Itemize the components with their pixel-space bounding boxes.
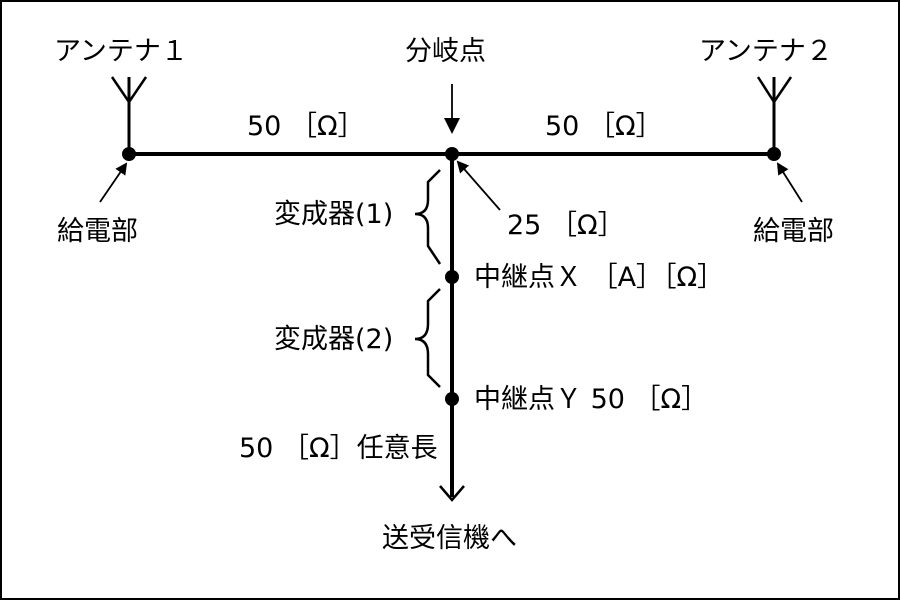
- branch-impedance-label: 25 ［Ω］: [507, 210, 625, 241]
- feed-point-2: [767, 147, 781, 161]
- relay-point-y: [445, 392, 459, 406]
- feed-arrow-1: [99, 162, 128, 203]
- feed-point-1: [122, 147, 136, 161]
- antenna1-label: アンテナ１: [54, 36, 188, 67]
- feed-label-2: 給電部: [753, 216, 834, 247]
- down-arrow-head: [439, 485, 465, 502]
- transformer1-label: 変成器(1): [274, 199, 393, 230]
- down-line-label: 50 ［Ω］任意長: [239, 433, 438, 464]
- antenna2-label: アンテナ２: [699, 36, 833, 67]
- antenna1-icon: [110, 76, 148, 154]
- feed-label-1: 給電部: [57, 216, 138, 247]
- transformer2-brace: [414, 288, 441, 388]
- relay-point-x: [445, 270, 459, 284]
- transformer1-brace: [414, 169, 442, 265]
- antenna2-icon: [756, 76, 793, 154]
- relay-y-label: 中継点Ｙ 50 ［Ω］: [474, 384, 708, 415]
- transformer2-label: 変成器(2): [274, 324, 393, 355]
- left-line-impedance: 50 ［Ω］: [247, 111, 365, 142]
- branch-arrow-head: [444, 118, 460, 134]
- impedance-arrow: [456, 160, 501, 211]
- feed-arrow-2: [776, 162, 803, 203]
- destination-label: 送受信機へ: [382, 523, 517, 554]
- right-line-impedance: 50 ［Ω］: [545, 111, 663, 142]
- branch-label: 分岐点: [405, 36, 486, 67]
- relay-x-label: 中継点Ｘ ［A］［Ω］: [474, 262, 724, 293]
